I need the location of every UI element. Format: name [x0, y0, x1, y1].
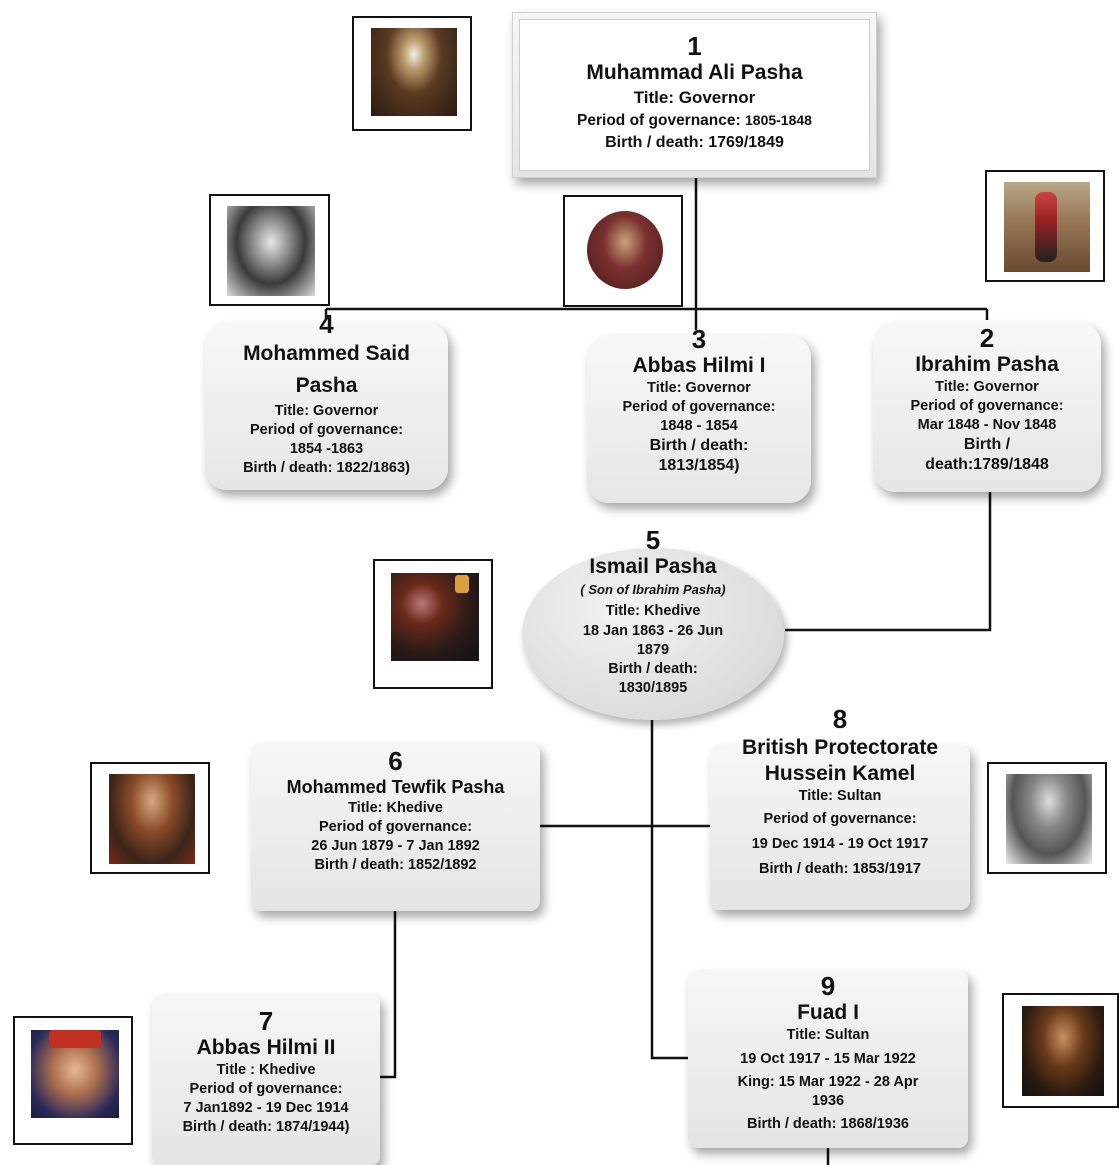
period-value: 19 Dec 1914 - 19 Oct 1917	[751, 836, 929, 852]
node-number: 5	[645, 525, 661, 555]
period-value: 7 Jan1892 - 19 Dec 1914	[183, 1100, 349, 1116]
node-fuad-i: 9 Fuad I Title: Sultan 19 Oct 1917 - 15 …	[688, 970, 968, 1148]
node-period: Period of governance: 1805-1848	[577, 110, 812, 131]
node-number: 4	[319, 309, 334, 339]
period-label: Period of governance:	[189, 1081, 343, 1097]
node-birth-death: Birth / death:	[608, 661, 698, 677]
period-value-line2: 1879	[636, 642, 670, 658]
king-period-line2: 1936	[811, 1093, 845, 1109]
node-title: Title: Sultan	[786, 1027, 870, 1043]
period-value: 1854 -1863	[289, 441, 364, 457]
portrait-ibrahim-pasha	[985, 170, 1105, 282]
node-birth-death-line2: 1813/1854)	[658, 457, 740, 474]
node-number: 1	[687, 31, 702, 61]
period-label: Period of governance:	[622, 399, 776, 415]
node-birth-death: Birth /	[963, 436, 1011, 453]
node-title: Title : Khedive	[216, 1062, 316, 1078]
portrait-abbas-hilmi-i	[563, 195, 683, 307]
node-name: Muhammad Ali Pasha	[586, 61, 803, 84]
node-name: Abbas Hilmi I	[632, 354, 766, 377]
portrait-ismail-pasha	[373, 559, 493, 689]
node-birth-death: Birth / death: 1853/1917	[759, 861, 921, 877]
node-abbas-hilmi-ii: 7 Abbas Hilmi II Title : Khedive Period …	[152, 995, 380, 1165]
period-label: Period of governance:	[318, 819, 473, 835]
connector-2-to-5	[785, 492, 992, 632]
portrait-hussein-kamel	[987, 762, 1107, 874]
node-birth-death: Birth / death:	[649, 437, 749, 454]
node-name-line2: Pasha	[295, 374, 358, 397]
node-mohammed-said-pasha: 4 Mohammed Said Pasha Title: Governor Pe…	[205, 310, 448, 490]
node-name: Mohammed Said	[243, 342, 410, 365]
node-ismail-pasha-text: 5 Ismail Pasha ( Son of Ibrahim Pasha) T…	[522, 526, 784, 726]
portrait-fuad-i	[1002, 993, 1119, 1108]
period-value: 19 Oct 1917 - 15 Mar 1922	[740, 1051, 916, 1067]
period-label: Period of governance:	[249, 422, 404, 438]
node-birth-death: Birth / death: 1769/1849	[605, 134, 784, 151]
node-number: 8	[832, 704, 848, 734]
node-number: 3	[691, 324, 707, 354]
node-mohammed-tewfik-pasha: 6 Mohammed Tewfik Pasha Title: Khedive P…	[251, 743, 540, 911]
node-name: Ismail Pasha	[589, 555, 717, 578]
node-name: Fuad I	[797, 1001, 859, 1024]
node-title: Title: Governor	[274, 403, 379, 419]
node-title: Title: Governor	[647, 380, 751, 396]
node-birth-death-line2: death:1789/1848	[925, 456, 1049, 473]
period-value: 1805-1848	[745, 112, 812, 128]
period-label: Period of governance:	[577, 112, 741, 129]
connector-5-to-9	[650, 720, 690, 1060]
period-label: Period of governance:	[910, 398, 1064, 414]
node-title: Title: Sultan	[798, 788, 882, 804]
node-title: Title: Khedive	[605, 603, 701, 619]
node-birth-death: Birth / death: 1868/1936	[747, 1116, 909, 1132]
node-birth-death-line2: 1830/1895	[618, 680, 688, 696]
king-period: King: 15 Mar 1922 - 28 Apr	[737, 1074, 919, 1090]
period-value: 26 Jun 1879 - 7 Jan 1892	[311, 838, 480, 854]
node-name: British Protectorate	[741, 736, 939, 759]
node-name: Ibrahim Pasha	[915, 353, 1059, 376]
portrait-mohammed-said-pasha	[209, 194, 330, 306]
node-number: 9	[820, 971, 836, 1001]
period-value: Mar 1848 - Nov 1848	[917, 417, 1057, 433]
period-label: Period of governance:	[763, 811, 917, 827]
portrait-muhammad-ali-pasha	[352, 16, 472, 131]
node-ismail-pasha	[522, 548, 784, 720]
node-muhammad-ali-pasha: 1 Muhammad Ali Pasha Title: Governor Per…	[512, 12, 877, 178]
node-title: Title: Governor	[633, 88, 756, 107]
node-number: 2	[979, 323, 995, 353]
node-birth-death: Birth / death: 1822/1863)	[243, 460, 410, 476]
node-ibrahim-pasha: 2 Ibrahim Pasha Title: Governor Period o…	[873, 322, 1101, 492]
node-abbas-hilmi-i: 3 Abbas Hilmi I Title: Governor Period o…	[587, 325, 811, 503]
node-name: Abbas Hilmi II	[196, 1036, 336, 1059]
node-title: Title: Governor	[935, 379, 1039, 395]
portrait-abbas-hilmi-ii	[13, 1016, 133, 1145]
node-number: 7	[258, 1006, 274, 1036]
period-value: 18 Jan 1863 - 26 Jun	[582, 623, 724, 639]
period-value: 1848 - 1854	[660, 418, 738, 434]
node-number: 6	[388, 746, 403, 776]
connector-6-to-7	[380, 910, 397, 1079]
portrait-mohammed-tewfik-pasha	[90, 762, 210, 874]
node-hussein-kamel: 8 British Protectorate Hussein Kamel Tit…	[710, 705, 970, 910]
node-name-line2: Hussein Kamel	[764, 762, 916, 785]
node-birth-death: Birth / death: 1852/1892	[314, 857, 477, 873]
node-birth-death: Birth / death: 1874/1944)	[182, 1119, 350, 1135]
node-note: ( Son of Ibrahim Pasha)	[580, 582, 726, 597]
node-name: Mohammed Tewfik Pasha	[286, 777, 505, 797]
node-title: Title: Khedive	[348, 800, 443, 816]
